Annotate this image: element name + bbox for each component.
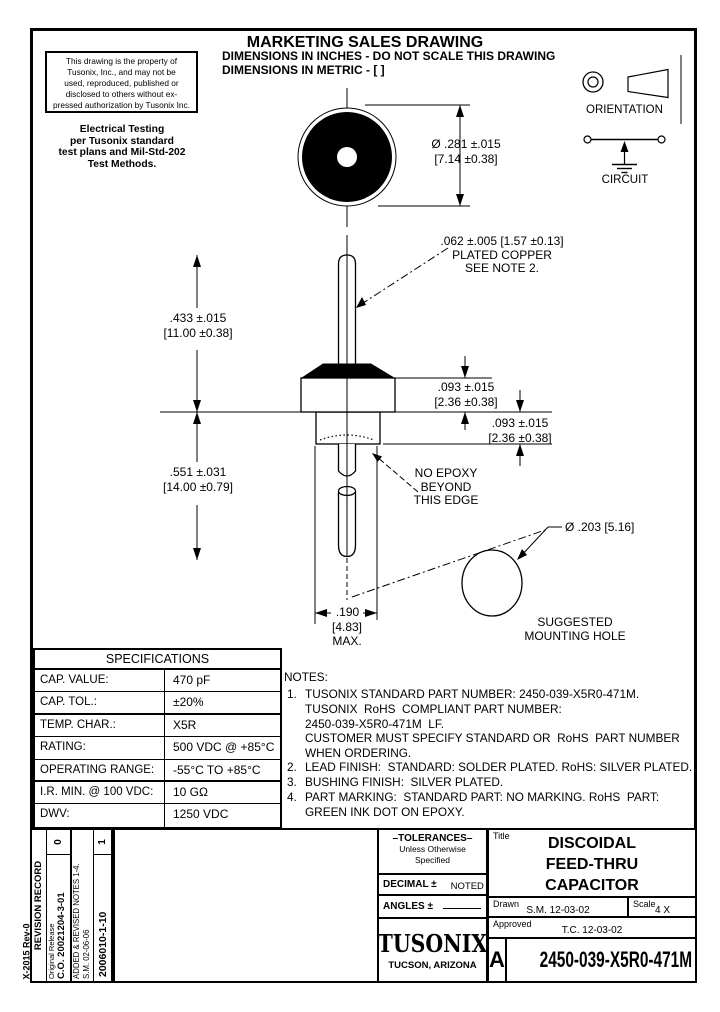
note-4-number: 4.: [287, 790, 297, 804]
revision-row-0: Original Release C.O. 20021204-3-01 0: [47, 830, 72, 981]
dim-mounting-hole-diameter: Ø .203 [5.16]: [565, 520, 635, 534]
sheet-subtitle-metric: DIMENSIONS IN METRIC - [ ]: [222, 63, 385, 77]
dim-lead-callout: .062 ±.005 [1.57 ±0.13] PLATED COPPER SE…: [440, 234, 564, 275]
revision-0-change-order: C.O. 20021204-3-01: [56, 892, 67, 979]
spec-row-dwv: DWV:1250 VDC: [35, 804, 280, 827]
title-block: Title DISCOIDAL FEED-THRU CAPACITOR Draw…: [487, 828, 697, 983]
note-3-number: 3.: [287, 775, 297, 789]
revision-0-description: Original Release: [47, 923, 56, 979]
approved-value: T.C. 12-03-02: [561, 925, 623, 936]
company-city: TUCSON, ARIZONA: [388, 960, 477, 971]
tolerances-subtitle: Unless Otherwise Specified: [399, 844, 466, 865]
tolerances-block: –TOLERANCES– Unless Otherwise Specified …: [377, 828, 488, 983]
note-2-text: LEAD FINISH: STANDARD: SOLDER PLATED. Ro…: [305, 760, 693, 774]
revision-1-initials-date: S.M. 02-06-06: [81, 929, 91, 979]
revision-0-number: 0: [47, 830, 70, 855]
spec-row-temp-char: TEMP. CHAR.:X5R: [35, 714, 280, 738]
dim-bushing-diameter: .190: [335, 605, 360, 619]
revision-1-description: ADDED & REVISED NOTES 1-4.: [72, 863, 81, 979]
scale-label: Scale: [633, 899, 656, 909]
no-epoxy-callout: NO EPOXY BEYOND THIS EDGE: [413, 466, 479, 507]
dim-lower-length: .551 ±.031 [14.00 ±0.79]: [163, 465, 233, 494]
circuit-label: CIRCUIT: [601, 174, 649, 186]
orientation-label: ORIENTATION: [586, 104, 663, 116]
spec-row-cap-value: CAP. VALUE:470 pF: [35, 670, 280, 693]
approved-label: Approved: [493, 919, 532, 929]
decimal-tolerance-value: NOTED: [450, 881, 484, 892]
drawing-title: DISCOIDAL FEED-THRU CAPACITOR: [545, 835, 639, 894]
revision-record-header: REVISION RECORD: [32, 830, 47, 981]
sheet-subtitle-inches: DIMENSIONS IN INCHES - DO NOT SCALE THIS…: [222, 49, 556, 63]
dim-bushing-diameter-metric: [4.83] MAX.: [331, 620, 363, 648]
angles-tolerance-label: ANGLES ±: [383, 901, 433, 912]
scale-value: 4 X: [655, 905, 671, 916]
property-notice-box: This drawing is the property of Tusonix,…: [45, 51, 198, 113]
note-2-number: 2.: [287, 760, 297, 774]
revision-record-table: REVISION RECORD Original Release C.O. 20…: [30, 828, 113, 983]
title-cell-label: Title: [493, 831, 510, 841]
dim-disc-diameter: Ø .281 ±.015 [7.14 ±0.38]: [431, 137, 501, 166]
drawn-label: Drawn: [493, 899, 520, 909]
drawn-value: S.M. 12-03-02: [526, 905, 590, 916]
specifications-table: SPECIFICATIONS CAP. VALUE:470 pF CAP. TO…: [33, 648, 282, 829]
angles-tolerance-blank-line: [442, 908, 481, 909]
specifications-header: SPECIFICATIONS: [35, 650, 280, 670]
revision-1-change-order: 2006010-1-10: [96, 911, 109, 977]
part-number: 2450-039-X5R0-471M: [539, 947, 692, 972]
spec-row-ir-min: I.R. MIN. @ 100 VDC:10 GΩ: [35, 781, 280, 805]
dim-upper-length: .433 ±.015 [11.00 ±0.38]: [163, 311, 233, 340]
form-number-label: X-2015 Rev-0: [21, 923, 32, 980]
note-1-number: 1.: [287, 687, 297, 701]
note-1-text: TUSONIX STANDARD PART NUMBER: 2450-039-X…: [305, 687, 680, 761]
notes-header: NOTES:: [284, 670, 328, 684]
tolerances-title: –TOLERANCES–: [392, 833, 473, 844]
mounting-hole-label: SUGGESTED MOUNTING HOLE: [524, 615, 626, 643]
drawing-size: A: [489, 939, 507, 981]
spec-row-operating-range: OPERATING RANGE:-55°C TO +85°C: [35, 759, 280, 782]
note-4-text: PART MARKING: STANDARD PART: NO MARKING.…: [305, 790, 660, 819]
dim-bushing-height: .093 ±.015 [2.36 ±0.38]: [488, 416, 552, 445]
property-notice-text: This drawing is the property of Tusonix,…: [53, 56, 190, 110]
sheet-title: MARKETING SALES DRAWING: [246, 34, 484, 51]
revision-1-number: 1: [94, 830, 111, 855]
note-3-text: BUSHING FINISH: SILVER PLATED.: [305, 775, 504, 789]
revision-row-1: ADDED & REVISED NOTES 1-4. S.M. 02-06-06…: [72, 830, 111, 981]
spec-row-rating: RATING:500 VDC @ +85°C: [35, 737, 280, 760]
electrical-testing-note: Electrical Testing per Tusonix standard …: [58, 124, 186, 171]
company-logo: TUSONIX: [377, 929, 488, 958]
dim-body-height: .093 ±.015 [2.36 ±0.38]: [434, 380, 498, 409]
title-block-empty-box: [113, 828, 379, 983]
spec-row-cap-tol: CAP. TOL.:±20%: [35, 692, 280, 715]
decimal-tolerance-label: DECIMAL ±: [383, 879, 437, 890]
